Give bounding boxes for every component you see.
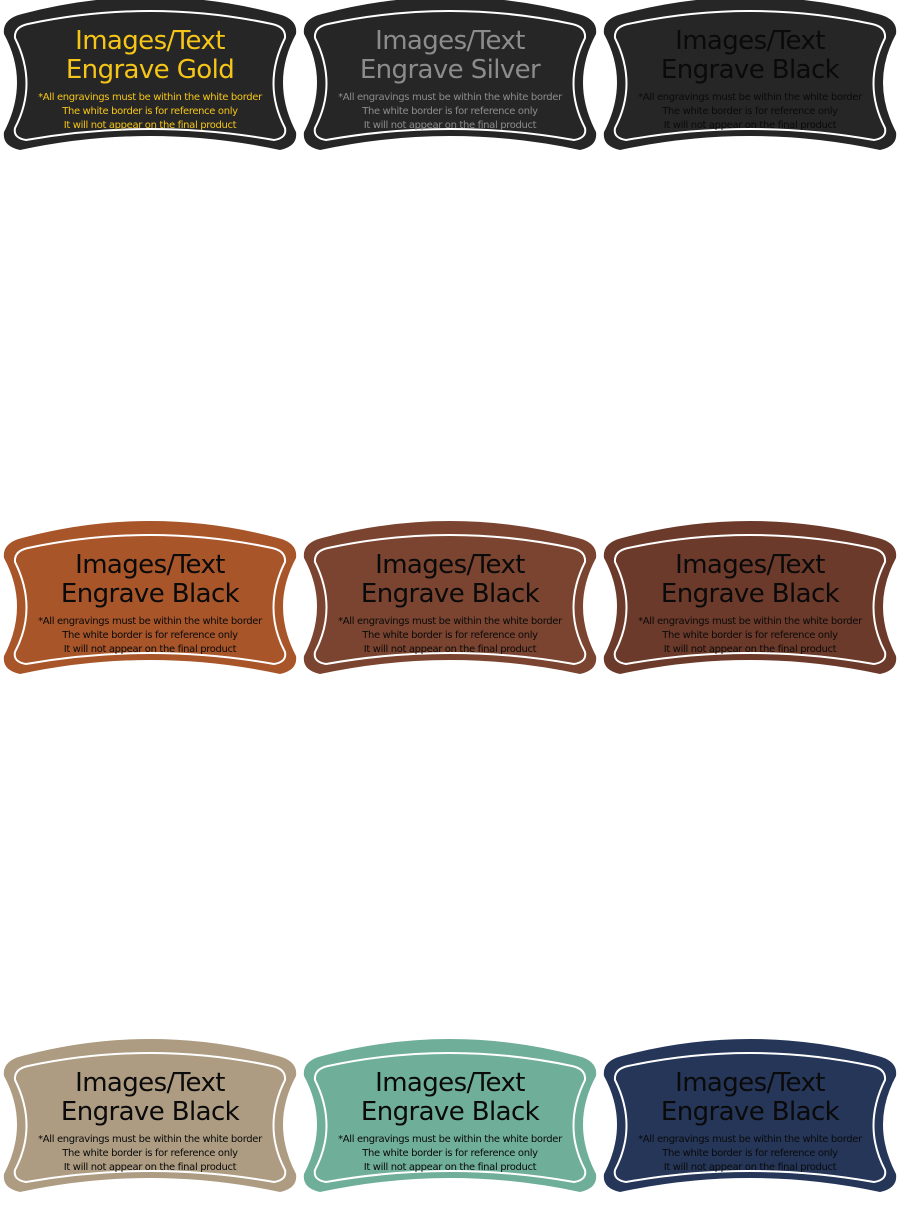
tag-text: Images/Text Engrave Black *All engraving… [0,1036,300,1204]
tag-note-line1: *All engravings must be within the white… [38,616,262,627]
tag-shape [303,521,597,674]
tag-text: Images/Text Engrave Black *All engraving… [0,518,300,686]
tag-title-line1: Images/Text [375,550,525,580]
tag-title-line1: Images/Text [675,1068,825,1098]
tag-title-line2: Engrave Black [60,1097,240,1127]
tag-note-line2: The white border is for reference only [362,1148,538,1159]
tag-black-silver: Images/Text Engrave Silver *All engravin… [300,0,600,162]
tag-note-line3: It will not appear on the final product [63,120,237,131]
tag-note-line2: The white border is for reference only [62,1148,238,1159]
tag-title-line2: Engrave Black [660,579,840,609]
tag-navy: Images/Text Engrave Black *All engraving… [600,1036,900,1204]
tag-title-line1: Images/Text [675,26,825,56]
tag-title-line1: Images/Text [375,26,525,56]
tag-text: Images/Text Engrave Gold *All engravings… [0,0,300,162]
tag-text: Images/Text Engrave Black *All engraving… [300,1036,600,1204]
tag-dark-brown: Images/Text Engrave Black *All engraving… [600,518,900,686]
tag-title-line2: Engrave Black [360,579,540,609]
tag-note-line2: The white border is for reference only [62,630,238,641]
tag-black-black: Images/Text Engrave Black *All engraving… [600,0,900,162]
tag-note-line1: *All engravings must be within the white… [638,1134,862,1145]
tag-note-line1: *All engravings must be within the white… [338,616,562,627]
tag-text: Images/Text Engrave Black *All engraving… [600,518,900,686]
tag-title-line1: Images/Text [75,26,225,56]
tag-text: Images/Text Engrave Black *All engraving… [300,518,600,686]
tag-shape [3,0,297,150]
tag-note-line1: *All engravings must be within the white… [38,1134,262,1145]
tag-medium-brown: Images/Text Engrave Black *All engraving… [300,518,600,686]
tag-title-line2: Engrave Black [660,55,840,85]
tag-shape [603,0,897,150]
tag-title-line2: Engrave Black [60,579,240,609]
tag-note-line3: It will not appear on the final product [63,1162,237,1173]
tag-note-line1: *All engravings must be within the white… [38,92,262,103]
tag-row-colored: Images/Text Engrave Black *All engraving… [0,1036,900,1206]
tag-row-dark: Images/Text Engrave Gold *All engravings… [0,0,900,170]
tag-note-line1: *All engravings must be within the white… [338,92,562,103]
tag-note-line2: The white border is for reference only [62,106,238,117]
tag-note-line2: The white border is for reference only [362,630,538,641]
tag-title-line1: Images/Text [75,1068,225,1098]
tag-title-line2: Engrave Gold [65,55,235,85]
tag-shape [303,1039,597,1192]
tag-note-line3: It will not appear on the final product [663,1162,837,1173]
tag-note-line2: The white border is for reference only [662,1148,838,1159]
tag-black-gold: Images/Text Engrave Gold *All engravings… [0,0,300,162]
tag-teal: Images/Text Engrave Black *All engraving… [300,1036,600,1204]
tag-title-line1: Images/Text [75,550,225,580]
tag-note-line1: *All engravings must be within the white… [638,616,862,627]
tag-note-line3: It will not appear on the final product [663,644,837,655]
tag-note-line2: The white border is for reference only [362,106,538,117]
tag-row-brown: Images/Text Engrave Black *All engraving… [0,518,900,688]
tag-title-line1: Images/Text [675,550,825,580]
tag-shape [303,0,597,150]
tag-note-line3: It will not appear on the final product [663,120,837,131]
tag-tan: Images/Text Engrave Black *All engraving… [0,1036,300,1204]
tag-text: Images/Text Engrave Silver *All engravin… [300,0,600,162]
tag-note-line1: *All engravings must be within the white… [638,92,862,103]
tag-title-line2: Engrave Silver [359,55,541,85]
tag-title-line1: Images/Text [375,1068,525,1098]
tag-note-line2: The white border is for reference only [662,106,838,117]
tag-title-line2: Engrave Black [660,1097,840,1127]
tag-note-line3: It will not appear on the final product [63,644,237,655]
tag-light-brown: Images/Text Engrave Black *All engraving… [0,518,300,686]
tag-shape [603,521,897,674]
tag-note-line2: The white border is for reference only [662,630,838,641]
tag-note-line3: It will not appear on the final product [363,120,537,131]
tag-note-line1: *All engravings must be within the white… [338,1134,562,1145]
tag-shape [3,1039,297,1192]
tag-text: Images/Text Engrave Black *All engraving… [600,0,900,162]
tag-title-line2: Engrave Black [360,1097,540,1127]
tag-text: Images/Text Engrave Black *All engraving… [600,1036,900,1204]
tag-note-line3: It will not appear on the final product [363,1162,537,1173]
tag-note-line3: It will not appear on the final product [363,644,537,655]
tag-shape [3,521,297,674]
tag-shape [603,1039,897,1192]
